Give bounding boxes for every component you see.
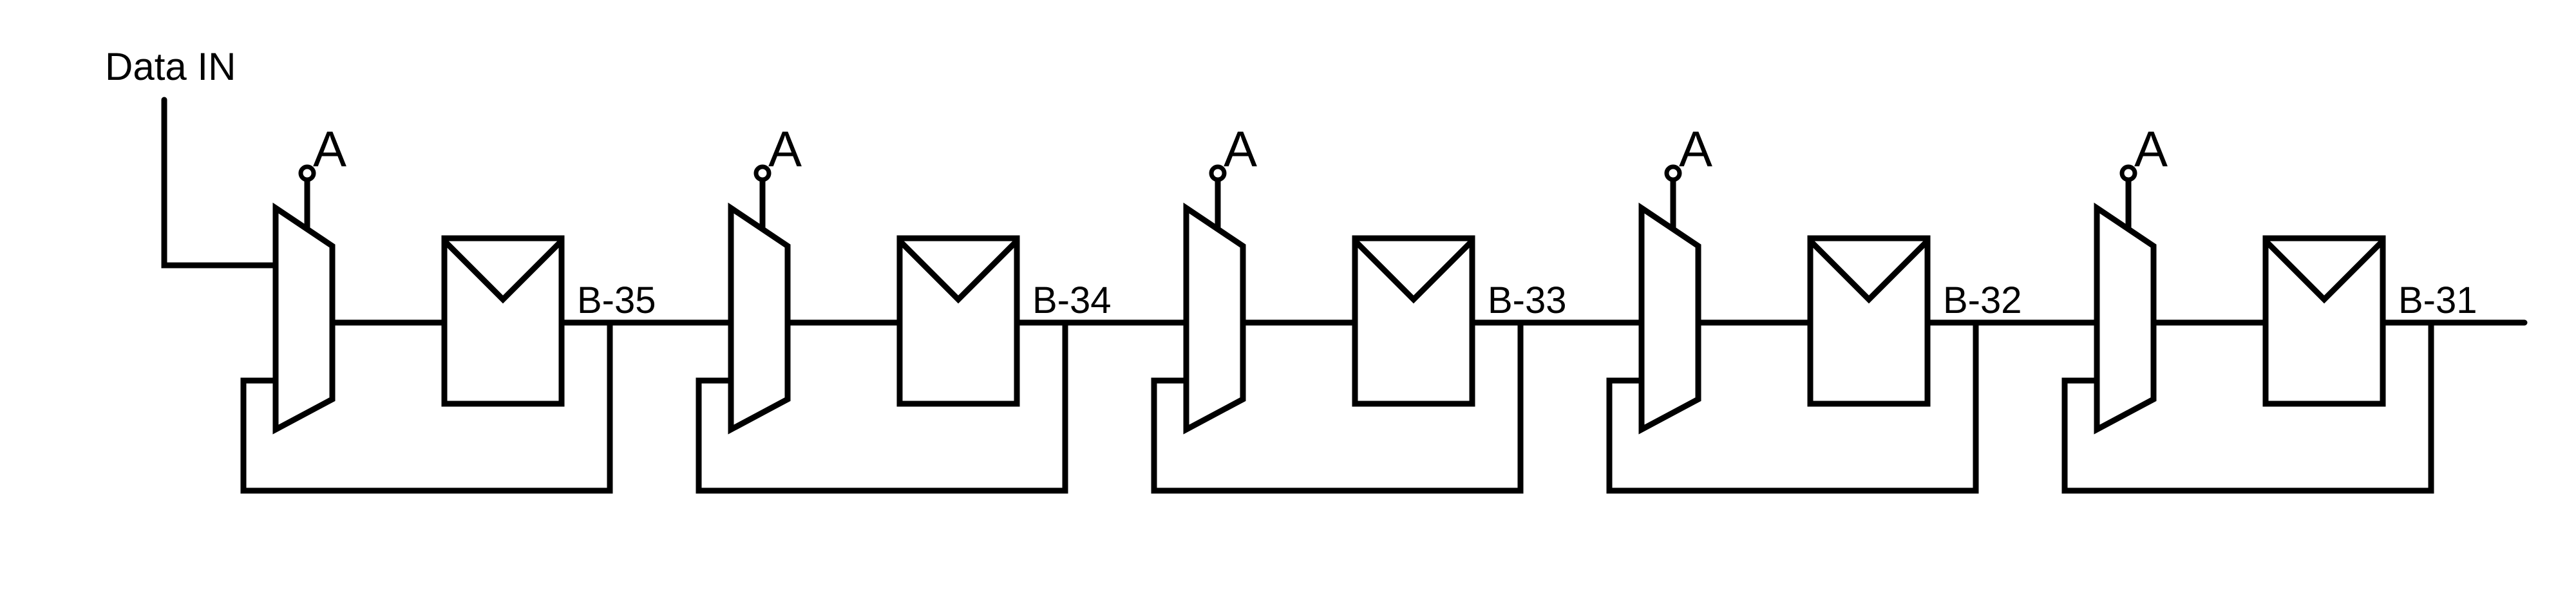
output-label: B-34 [1032, 279, 1112, 321]
stage-3: A B-33 [1151, 120, 1642, 494]
stage-2: A B-34 [696, 120, 1186, 494]
feedback-wire [2061, 323, 2434, 494]
clock-chevron-icon [442, 238, 564, 304]
data-in-wire [161, 97, 279, 269]
clock-chevron-icon [1352, 238, 1475, 304]
select-bubble-icon [1664, 164, 1682, 182]
stage-4: A B-32 [1606, 120, 2097, 494]
flipflop-shape [2262, 235, 2386, 407]
feedback-wire [1151, 323, 1524, 494]
feedback-wire [696, 323, 1068, 494]
output-label: B-35 [577, 279, 656, 321]
stage-1: A B-35 [240, 120, 731, 494]
output-label: B-31 [2398, 279, 2477, 321]
mux-shape [272, 202, 336, 435]
output-label: B-32 [1943, 279, 2022, 321]
select-bubble-icon [1209, 164, 1227, 182]
stage-5: A B-31 [2061, 120, 2528, 494]
flipflop-shape [441, 235, 565, 407]
clock-chevron-icon [1808, 238, 1930, 304]
select-label: A [1224, 120, 1257, 177]
feedback-wire [240, 323, 613, 494]
select-label: A [768, 120, 802, 177]
feedback-wire [1606, 323, 1979, 494]
clock-chevron-icon [2263, 238, 2385, 304]
select-label: A [1679, 120, 1712, 177]
clock-chevron-icon [897, 238, 1019, 304]
mux-shape [728, 202, 791, 435]
select-bubble-icon [298, 164, 316, 182]
flipflop-shape [1807, 235, 1931, 407]
select-bubble-icon [2119, 164, 2137, 182]
select-label: A [2134, 120, 2168, 177]
mux-shape [1183, 202, 1246, 435]
select-bubble-icon [753, 164, 772, 182]
data-in-label: Data IN [105, 45, 236, 88]
stages-root: A B-35 A B-34 A B-33 A B-32 A B-31 [240, 120, 2528, 494]
mux-shape [2094, 202, 2157, 435]
mux-shape [1638, 202, 1701, 435]
flipflop-shape [1352, 235, 1475, 407]
flipflop-shape [896, 235, 1020, 407]
output-label: B-33 [1488, 279, 1567, 321]
select-label: A [313, 120, 346, 177]
